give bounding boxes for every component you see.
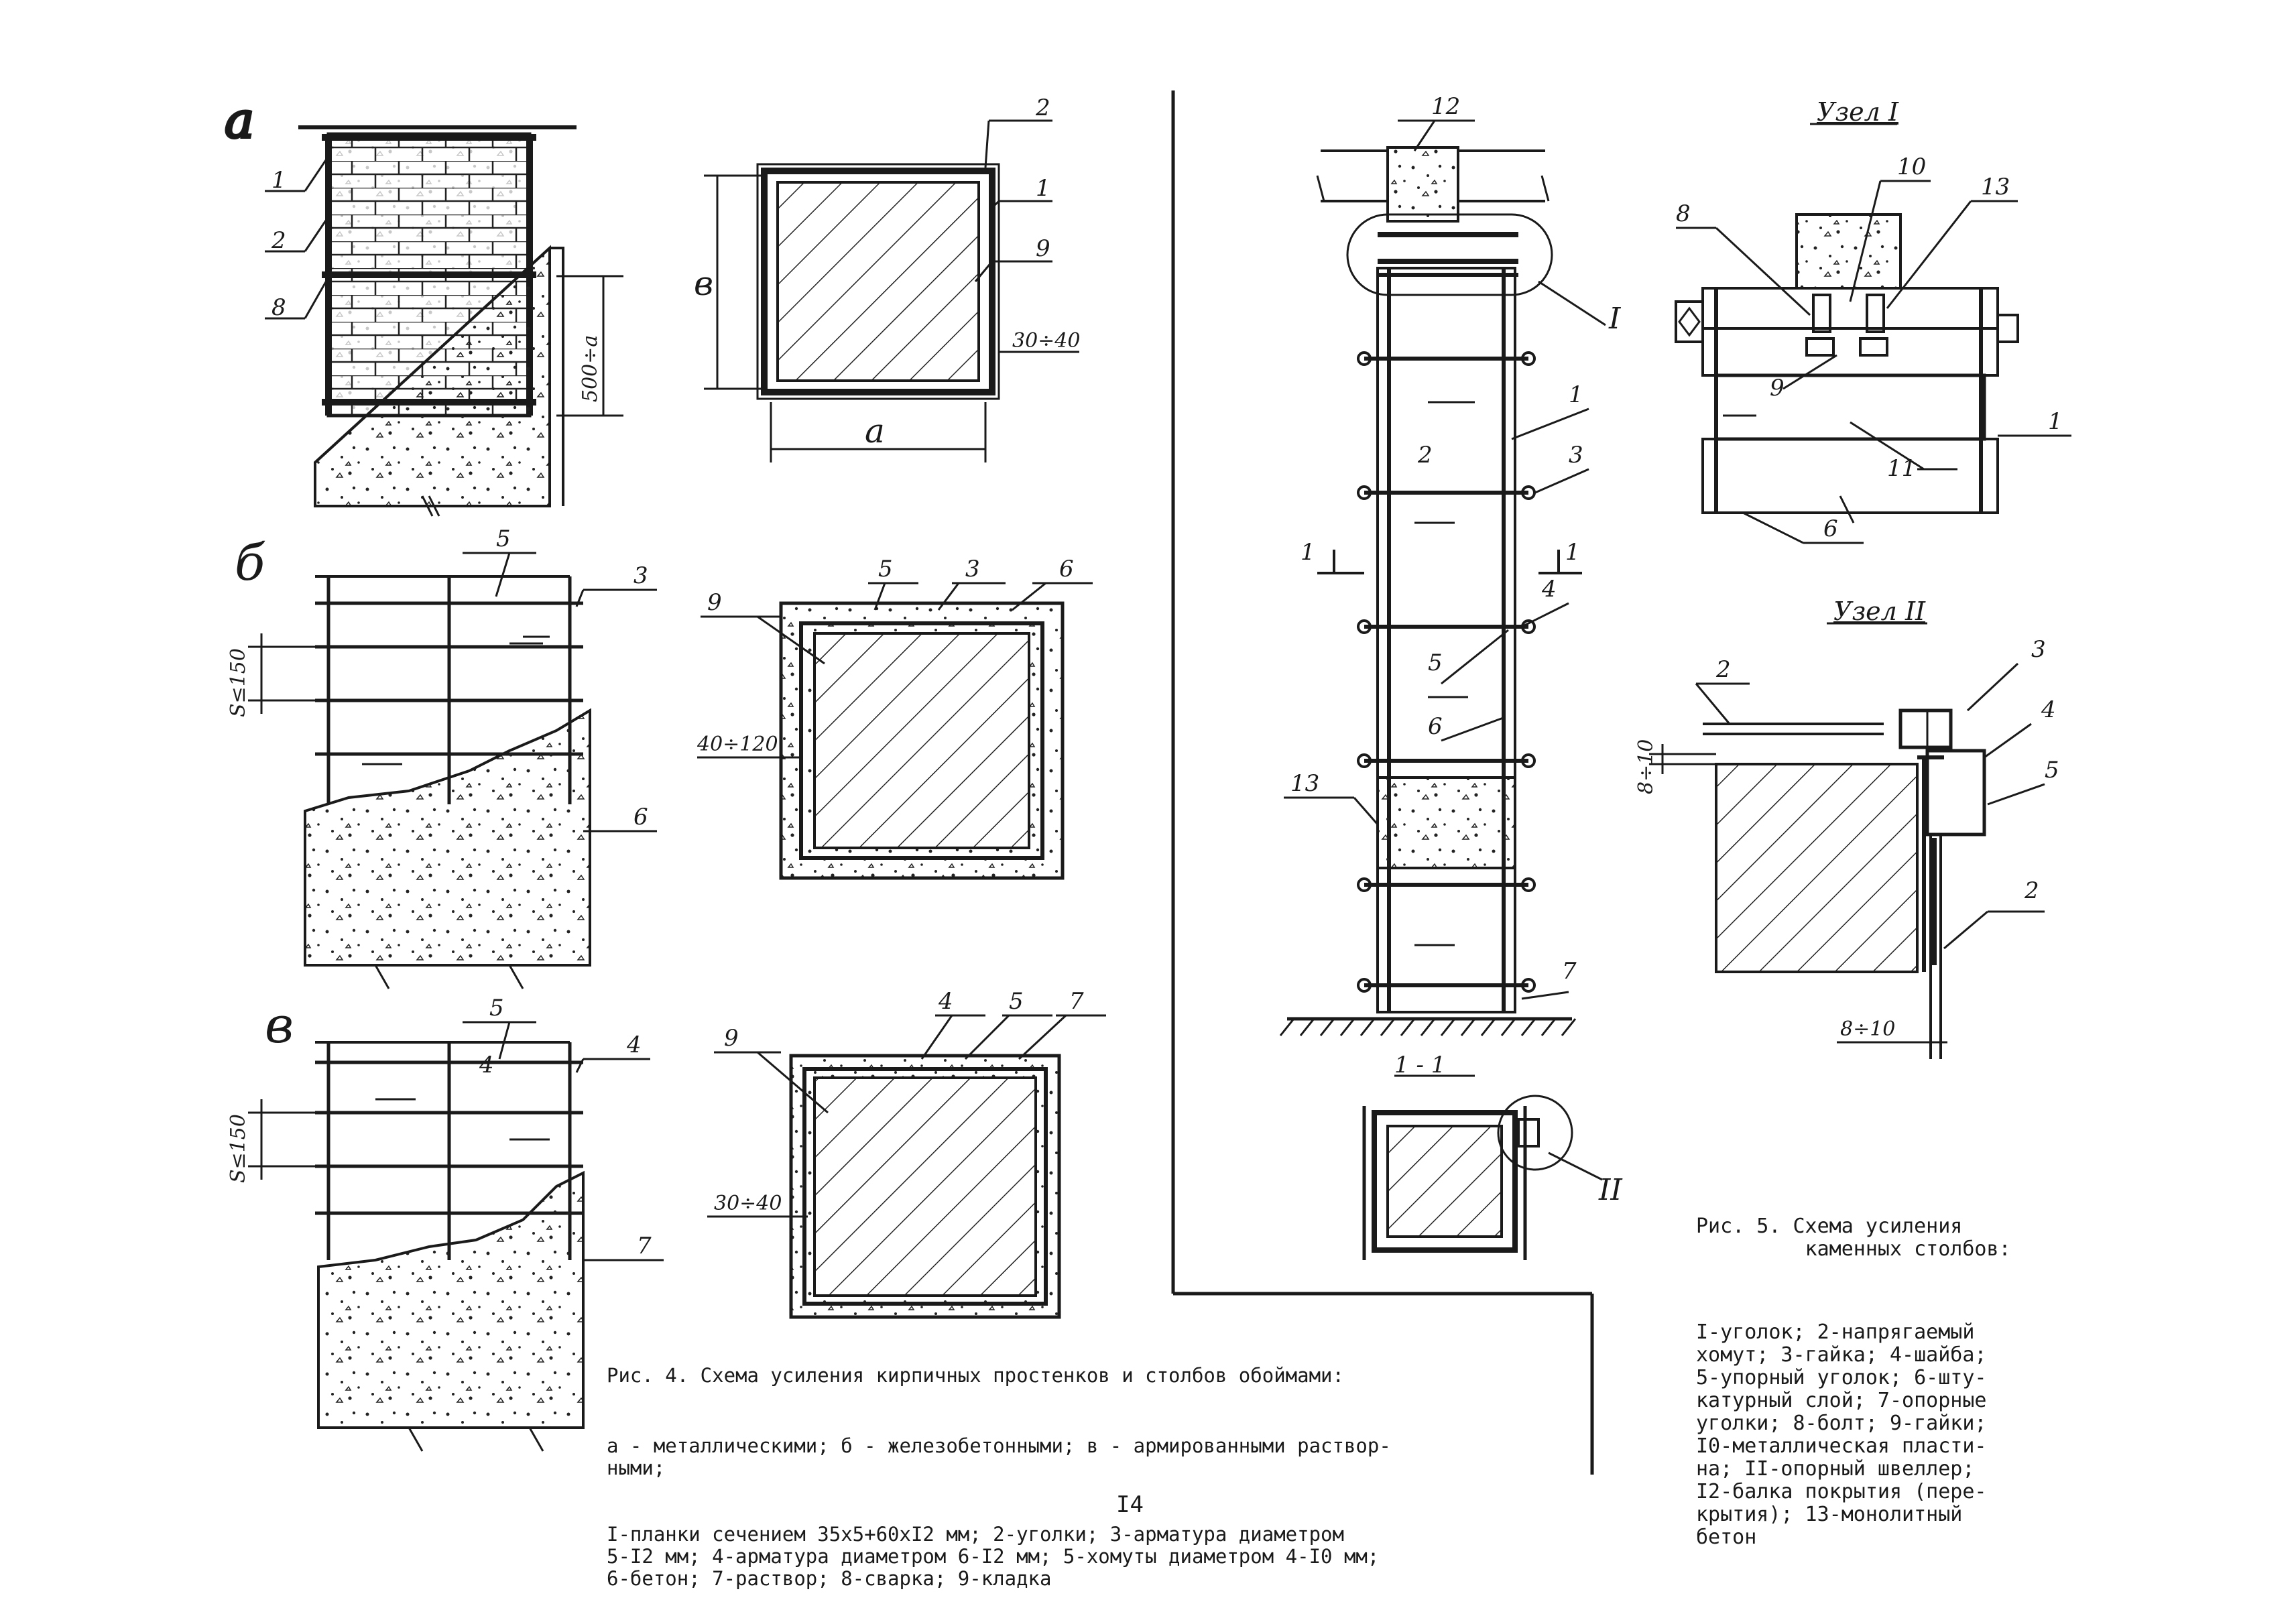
node-1-label-11: 11 — [1887, 455, 1916, 482]
fig4b-plan — [697, 582, 1093, 880]
figure-5-caption-title: Рис. 5. Схема усиления каменных столбов: — [1696, 1215, 2011, 1261]
node-1-label-13: 13 — [1981, 174, 2010, 200]
node-2-dim-horizontal: 8÷10 — [1840, 1017, 1895, 1041]
frame-lines — [1171, 90, 1594, 1475]
fig4a-plan-label-9: 9 — [1036, 235, 1050, 262]
fig4b-label-5: 5 — [496, 525, 511, 552]
fig5-column-elevation — [1279, 119, 1606, 1036]
node-1-label-9: 9 — [1770, 375, 1785, 401]
node-2-label-5: 5 — [2045, 757, 2059, 784]
fig4b-plan-label-5: 5 — [878, 556, 893, 582]
fig5-label-13: 13 — [1290, 770, 1319, 797]
node-2-detail — [1649, 622, 2045, 1059]
fig4a-label-1: 1 — [271, 167, 286, 194]
fig4v-plan — [707, 1014, 1106, 1319]
node-2-dim-vertical: 8÷10 — [1634, 739, 1658, 794]
fig5-label-4: 4 — [1541, 576, 1557, 603]
fig4a-label-8: 8 — [271, 294, 286, 321]
fig4b-plan-label-3: 3 — [965, 556, 980, 582]
fig4b-plan-label-6: 6 — [1059, 556, 1074, 582]
figure-4-caption-line1: а - металлическими; б - железобетонными;… — [607, 1434, 1391, 1479]
fig5-section-1-1 — [1362, 1074, 1603, 1260]
figure-5-caption: Рис. 5. Схема усиления каменных столбов:… — [1696, 1170, 2071, 1572]
fig4v-plan-dim-30-40: 30÷40 — [714, 1192, 782, 1215]
fig5-label-1: 1 — [1569, 381, 1583, 408]
fig4a-plan-dim-30-40: 30÷40 — [1012, 329, 1080, 353]
fig4b-dim-s150: S≤150 — [227, 648, 250, 717]
section-1-1-label-node-II: II — [1598, 1173, 1623, 1207]
figure-4-caption-line2: I-планки сечением 35x5+60xI2 мм; 2-уголк… — [607, 1523, 1380, 1590]
fig5-label-2: 2 — [1417, 442, 1433, 469]
fig4a-plan-label-1: 1 — [1036, 175, 1050, 202]
fig4v-plan-label-9: 9 — [724, 1025, 739, 1052]
fig5-label-node-I: I — [1608, 302, 1622, 336]
fig4b-plan-dim-40-120: 40÷120 — [697, 733, 778, 756]
fig4v-label-7: 7 — [637, 1233, 652, 1259]
fig4a-letter: а — [225, 92, 254, 149]
fig4a-dim-500: 500÷а — [579, 335, 602, 402]
fig4b-plan-label-9: 9 — [707, 589, 722, 616]
fig4a-plan-dim-a: а — [865, 412, 885, 450]
fig4v-elevation: в — [248, 997, 664, 1452]
fig4v-plan-label-7: 7 — [1069, 988, 1084, 1015]
fig4b-label-6: 6 — [633, 804, 648, 830]
fig4v-label-4-inner: 4 — [479, 1052, 494, 1078]
page-number: I4 — [1116, 1491, 1144, 1518]
fig4v-label-5: 5 — [489, 995, 504, 1021]
fig5-label-5: 5 — [1428, 649, 1443, 676]
fig4v-plan-label-5: 5 — [1009, 988, 1024, 1015]
node-1-detail — [1675, 123, 2071, 544]
fig5-label-12: 12 — [1431, 93, 1460, 120]
fig4v-label-4: 4 — [626, 1032, 642, 1058]
figure-5-caption-body: I-уголок; 2-напрягаемый хомут; 3-гайка; … — [1696, 1320, 1987, 1549]
fig4a-plan-dim-b: в — [694, 264, 713, 303]
fig4b-letter: б — [235, 534, 265, 592]
node-2-label-3: 3 — [2031, 636, 2046, 663]
node-1-label-8: 8 — [1676, 200, 1691, 227]
fig4a-elevation: а — [223, 90, 623, 517]
node-2-label-2-bottom: 2 — [2024, 877, 2039, 904]
node-1-label-6: 6 — [1823, 515, 1838, 542]
fig4a-plan — [704, 119, 1079, 462]
node-2-label-2-top: 2 — [1715, 656, 1731, 683]
node-1-title: Узел I — [1817, 97, 1899, 127]
fig5-label-3: 3 — [1569, 442, 1583, 469]
node-2-title: Узел II — [1833, 597, 1926, 626]
figure-4-caption-title: Рис. 4. Схема усиления кирпичных простен… — [607, 1364, 1344, 1387]
fig5-section-mark-left: 1 — [1301, 539, 1315, 566]
fig4v-plan-label-4: 4 — [938, 988, 953, 1015]
section-1-1-title: 1 - 1 — [1394, 1052, 1445, 1078]
node-2-label-4: 4 — [2041, 696, 2056, 723]
node-1-label-1: 1 — [2048, 408, 2063, 435]
fig4v-letter: в — [265, 997, 294, 1054]
fig4a-plan-label-2: 2 — [1035, 95, 1050, 121]
fig4b-elevation: б — [235, 534, 657, 989]
fig4v-dim-s150: S≤150 — [227, 1114, 250, 1183]
fig5-label-6: 6 — [1428, 713, 1443, 740]
fig4a-label-2: 2 — [271, 227, 286, 254]
fig5-label-7: 7 — [1562, 958, 1577, 985]
fig4b-label-3: 3 — [633, 562, 648, 589]
node-1-label-10: 10 — [1897, 153, 1926, 180]
fig5-section-mark-right: 1 — [1565, 539, 1580, 566]
figure-4-caption: Рис. 4. Схема усиления кирпичных простен… — [607, 1320, 1545, 1612]
